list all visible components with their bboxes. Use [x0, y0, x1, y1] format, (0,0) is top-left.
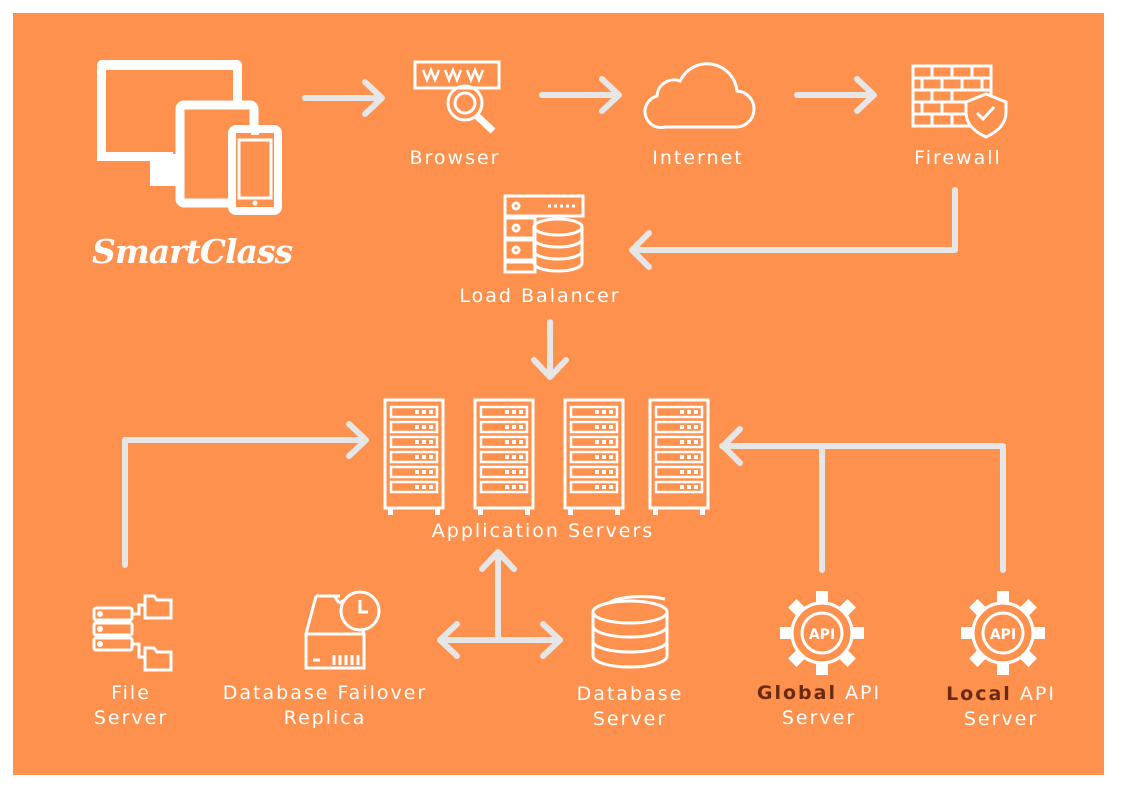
local-api-label-bold: Local [946, 683, 1012, 705]
global-api-label-rest: API [837, 682, 882, 704]
app-servers-label: Application Servers [431, 520, 655, 542]
global-api-label-bold: Global [756, 682, 837, 704]
server-rack-4 [648, 398, 710, 517]
browser-search-icon [413, 60, 501, 134]
db-failover-label-line2: Replica [283, 707, 367, 729]
file-server-label-line2: Server [93, 707, 169, 729]
db-server-label-line1: Database [576, 683, 684, 705]
diagram-frame [10, 10, 1107, 778]
db-server-label: Database Server [577, 682, 684, 732]
load-balancer-label: Load Balancer [459, 285, 621, 307]
internet-label: Internet [652, 147, 744, 169]
arrow-load-balancer-to-app-servers [531, 319, 569, 380]
local-api-label-rest: API [1011, 683, 1056, 705]
cloud-icon [643, 62, 756, 129]
server-rack-2 [473, 398, 535, 517]
browser-label: Browser [409, 147, 501, 169]
server-rack-3 [563, 398, 625, 517]
api-gear-icon: API API [778, 589, 1047, 677]
firewall-label: Firewall [914, 147, 1002, 169]
arrow-devices-to-browser [302, 79, 385, 117]
database-failover-icon [304, 590, 381, 670]
firewall-icon [911, 64, 1008, 139]
global-api-icon-text: API [809, 627, 835, 643]
connector-arrows [122, 76, 1006, 659]
arrow-firewall-to-load-balancer [629, 187, 958, 270]
file-server-icon [92, 594, 173, 672]
arrow-internet-to-firewall [794, 76, 877, 114]
database-icon [591, 595, 669, 669]
global-api-label-line2: Server [781, 707, 857, 729]
arrow-api-servers-to-app-servers [719, 426, 1006, 573]
arrow-database-cross [437, 549, 563, 659]
file-server-label-line1: File [111, 682, 151, 704]
db-failover-label: Database Failover Replica [223, 681, 427, 731]
server-rack-icon [383, 398, 710, 517]
load-balancer-icon [503, 194, 585, 274]
arrow-browser-to-internet [539, 76, 622, 114]
global-api-label: Global API Server [757, 681, 881, 731]
db-failover-label-line1: Database Failover [222, 682, 428, 704]
local-api-icon-text: API [990, 627, 1016, 643]
smartclass-logo: SmartClass [92, 232, 293, 271]
server-rack-1 [383, 398, 445, 517]
db-server-label-line2: Server [592, 708, 668, 730]
local-api-label-line1: Local API [946, 682, 1056, 707]
file-server-label: File Server [94, 681, 168, 731]
devices-icon [97, 60, 282, 215]
arrow-file-server-to-app-servers [122, 421, 369, 568]
local-api-label-line2: Server [963, 708, 1039, 730]
local-api-label: Local API Server [946, 682, 1056, 732]
global-api-label-line1: Global API [757, 681, 881, 706]
